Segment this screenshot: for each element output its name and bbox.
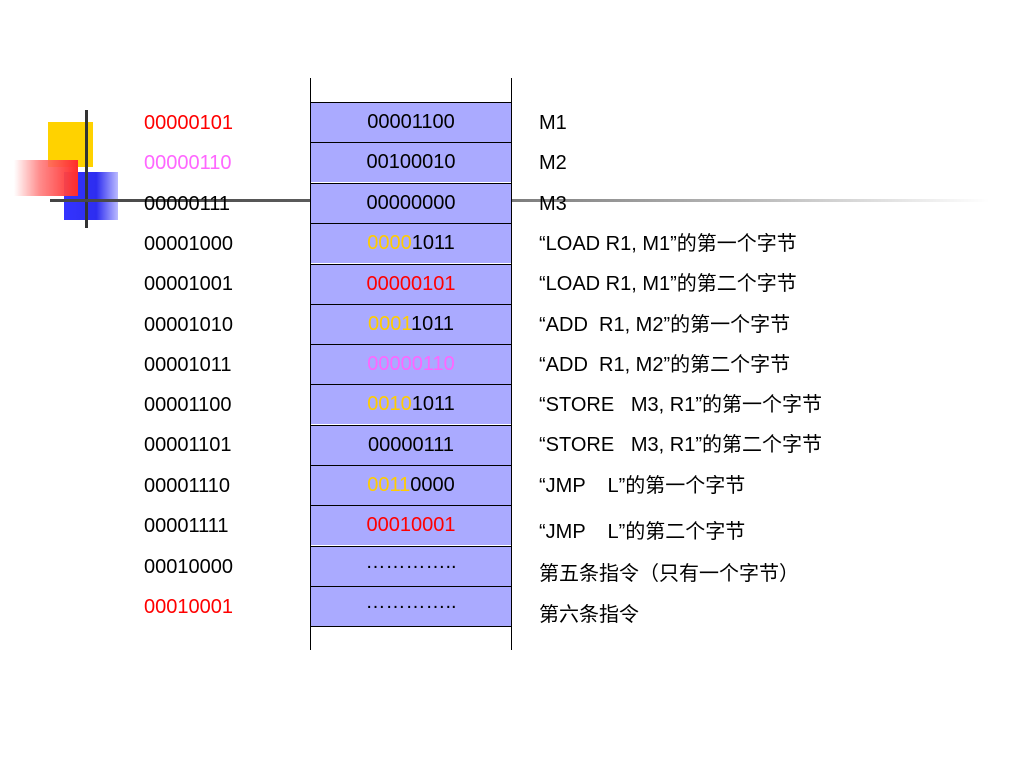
- memory-cell-value: 1011: [411, 393, 455, 415]
- cell-description: “STORE M3, R1”的第二个字节: [539, 434, 822, 456]
- memory-cell: …………..: [311, 586, 511, 626]
- memory-cell-value: 1011: [411, 232, 455, 254]
- memory-cell-value: …………..: [365, 591, 457, 613]
- logo-blue-square: [64, 172, 118, 220]
- memory-cell-value: …………..: [365, 551, 457, 573]
- address-label: 00001000: [144, 233, 233, 255]
- logo-vertical-line: [85, 110, 88, 228]
- cell-description: M1: [539, 112, 567, 134]
- memory-cell: 00110000: [311, 465, 511, 505]
- memory-cell-value: 0000: [410, 474, 455, 496]
- memory-cell-prefix: 0001: [367, 313, 411, 335]
- memory-cell-value: 00001100: [367, 111, 455, 133]
- memory-cell: 00001100: [311, 102, 511, 142]
- memory-cell-value: 00000000: [366, 192, 456, 214]
- address-label: 00001011: [144, 354, 232, 376]
- memory-cell-value: 00000110: [367, 353, 455, 375]
- cell-description: M2: [539, 152, 567, 174]
- cell-description: “JMP L”的第一个字节: [539, 475, 746, 497]
- memory-cell: 00101011: [311, 384, 511, 424]
- address-label: 00000101: [144, 112, 233, 134]
- address-label: 00001100: [144, 394, 232, 416]
- cell-description: “LOAD R1, M1”的第二个字节: [539, 273, 797, 295]
- memory-cell: 00000111: [311, 425, 511, 465]
- cell-description: “JMP L”的第二个字节: [539, 521, 746, 543]
- memory-cell: 00000101: [311, 264, 511, 304]
- memory-table-right-border: [511, 78, 512, 650]
- address-label: 00000110: [144, 152, 232, 174]
- address-label: 00001110: [144, 475, 231, 497]
- address-label: 00001010: [144, 314, 233, 336]
- memory-table-left-border: [310, 78, 311, 650]
- memory-table-bottom-border: [311, 626, 511, 627]
- address-label: 00001101: [144, 434, 232, 456]
- cell-description: M3: [539, 193, 567, 215]
- cell-description: “ADD R1, M2”的第二个字节: [539, 354, 791, 376]
- logo-yellow-square: [48, 122, 93, 167]
- memory-cell-prefix: 0010: [367, 393, 412, 415]
- memory-cell: 00011011: [311, 304, 511, 344]
- memory-cell-value: 00100010: [366, 151, 456, 173]
- memory-cell-prefix: 0011: [367, 474, 411, 496]
- address-label: 00001111: [144, 515, 229, 537]
- memory-cell: 00000000: [311, 183, 511, 223]
- memory-cell: 00000110: [311, 344, 511, 384]
- address-label: 00010001: [144, 596, 233, 618]
- memory-cell-prefix: 0000: [367, 232, 412, 254]
- memory-cell-value: 00010001: [366, 514, 456, 536]
- address-label: 00000111: [144, 193, 231, 215]
- memory-cell: …………..: [311, 546, 511, 586]
- memory-cell-value: 00000111: [367, 434, 454, 456]
- logo-red-square: [14, 160, 78, 196]
- memory-cell: 00010001: [311, 505, 511, 545]
- address-label: 00001001: [144, 273, 233, 295]
- memory-cell: 00100010: [311, 142, 511, 182]
- cell-description: 第五条指令（只有一个字节）: [539, 563, 799, 585]
- cell-description: “ADD R1, M2”的第一个字节: [539, 314, 791, 336]
- address-label: 00010000: [144, 556, 233, 578]
- memory-cell: 00001011: [311, 223, 511, 263]
- cell-description: “LOAD R1, M1”的第一个字节: [539, 233, 797, 255]
- memory-cell-value: 1011: [411, 313, 455, 335]
- cell-description: “STORE M3, R1”的第一个字节: [539, 394, 822, 416]
- memory-cell-value: 00000101: [366, 273, 456, 295]
- cell-description: 第六条指令: [539, 604, 639, 626]
